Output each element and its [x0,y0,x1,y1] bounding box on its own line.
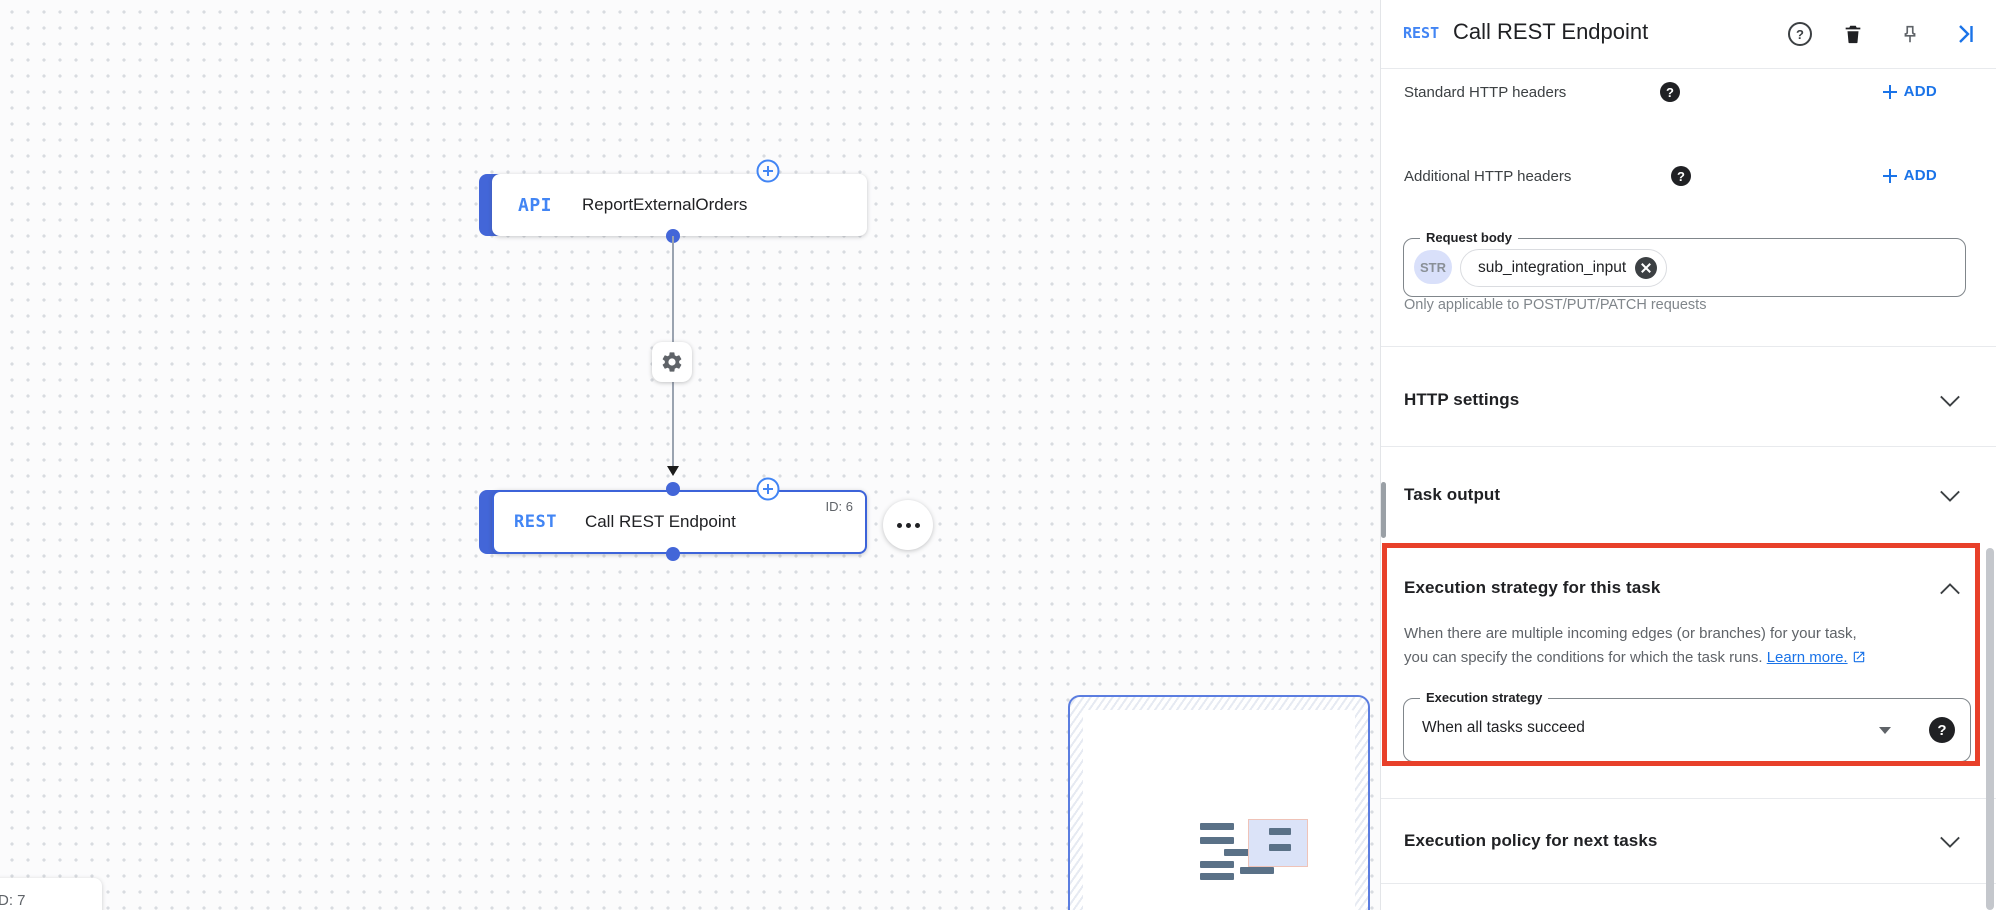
trigger-node-label: ReportExternalOrders [582,195,748,214]
panel-header: REST Call REST Endpoint ? [1381,0,1996,69]
task-config-panel: REST Call REST Endpoint ? Standard HTTP … [1380,0,1996,910]
divider [1381,346,1996,347]
section-http-settings: HTTP settings [1404,390,1520,409]
trash-icon [1845,25,1861,44]
expand-task-output-button[interactable] [1939,489,1961,503]
rest-badge: REST [514,512,557,532]
request-body-value-chip[interactable]: sub_integration_input [1460,249,1668,287]
collapse-right-icon [1959,25,1973,43]
edge-arrow-icon [667,466,679,476]
execution-strategy-field-label: Execution strategy [1420,690,1549,705]
section-task-output: Task output [1404,485,1501,504]
trigger-node[interactable]: API ReportExternalOrders [492,174,867,236]
task-more-options-button[interactable] [883,500,933,550]
execution-strategy-value: When all tasks succeed [1422,719,1585,736]
remove-value-icon[interactable] [1635,257,1658,279]
task-input-port[interactable] [666,482,680,496]
help-icon[interactable]: ? [1929,717,1955,743]
panel-scroll-indicator[interactable] [1381,482,1386,538]
string-type-chip: STR [1414,250,1452,284]
edge-config-button[interactable] [652,342,692,382]
expand-execution-policy-button[interactable] [1939,835,1961,849]
section-execution-strategy: Execution strategy for this task [1404,578,1661,597]
help-icon[interactable]: ? [1671,166,1691,186]
divider [1381,883,1996,884]
collapse-execution-strategy-button[interactable] [1939,582,1961,596]
panel-scrollbar[interactable] [1986,548,1994,910]
execution-strategy-description: When there are multiple incoming edges (… [1404,622,1866,672]
gear-icon [662,352,682,372]
panel-title: Call REST Endpoint [1453,19,1649,44]
add-additional-header-button[interactable]: ADD [1882,167,1937,184]
add-node-icon[interactable] [755,476,781,502]
task-node[interactable]: REST Call REST Endpoint ID: 6 [492,490,867,554]
chevron-up-icon [1940,583,1960,595]
divider [1381,446,1996,447]
subintegration-illustration-icon [1200,817,1310,883]
add-standard-header-button[interactable]: ADD [1882,83,1937,100]
delete-task-button[interactable] [1840,21,1866,47]
chevron-down-icon [1940,836,1960,848]
section-execution-policy: Execution policy for next tasks [1404,831,1658,850]
chevron-down-icon [1940,395,1960,407]
more-options-icon [896,522,902,528]
learn-more-link[interactable]: Learn more. [1766,649,1848,666]
help-icon[interactable]: ? [1660,82,1680,102]
subintegration-placeholder-node[interactable] [1068,695,1370,910]
additional-headers-label: Additional HTTP headers [1404,168,1572,185]
plus-icon [1882,84,1897,99]
help-button[interactable]: ? [1787,21,1813,47]
chevron-down-icon [1940,490,1960,502]
add-node-icon[interactable] [755,158,781,184]
standard-headers-label: Standard HTTP headers [1404,84,1567,101]
task-node-label: Call REST Endpoint [584,512,736,531]
request-body-field[interactable]: Request body STR sub_integration_input [1403,230,1966,297]
external-link-icon [1852,648,1866,672]
request-body-hint: Only applicable to POST/PUT/PATCH reques… [1404,297,1707,313]
dropdown-caret-icon[interactable] [1879,727,1891,734]
divider [1381,798,1996,799]
plus-icon [1882,168,1897,183]
offscreen-node-id: D: 7 [0,892,26,909]
rest-badge: REST [1403,24,1440,42]
pin-panel-button[interactable] [1897,21,1923,47]
help-icon: ? [1788,22,1812,46]
api-badge: API [518,194,553,216]
expand-http-settings-button[interactable] [1939,394,1961,408]
task-output-port[interactable] [666,547,680,561]
pin-icon [1904,25,1916,43]
request-body-label: Request body [1420,230,1518,245]
task-id-label: ID: 6 [825,499,853,514]
offscreen-node-id-chip: D: 7 [0,878,102,910]
collapse-panel-button[interactable] [1952,21,1978,47]
execution-strategy-select[interactable]: Execution strategy When all tasks succee… [1403,690,1971,762]
